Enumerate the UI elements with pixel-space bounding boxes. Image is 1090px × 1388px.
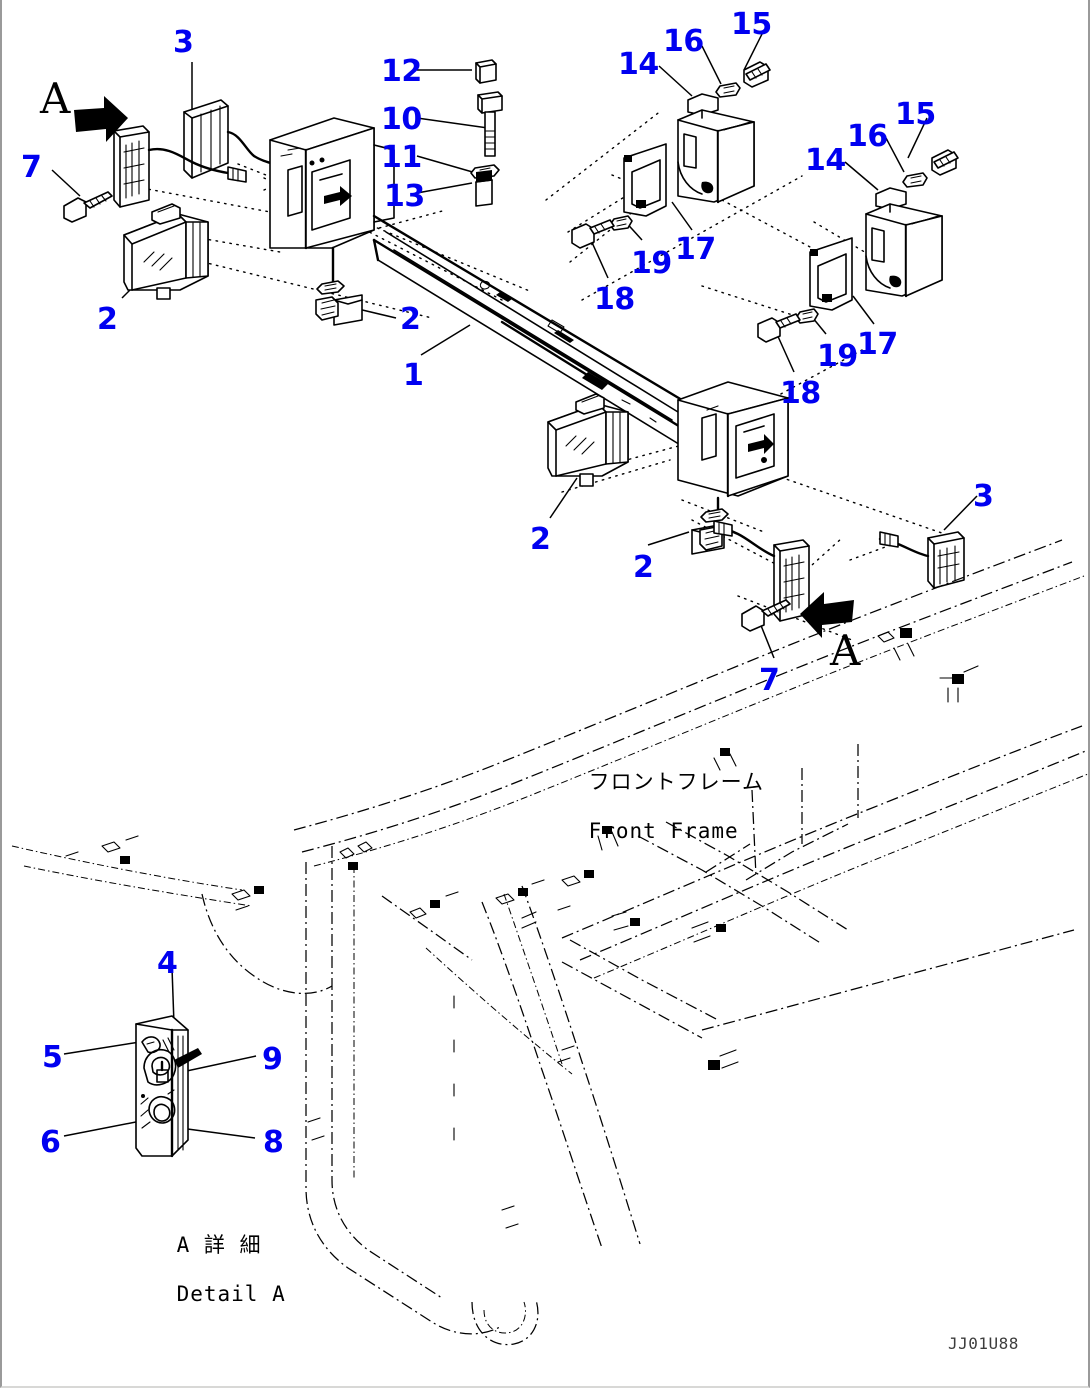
callout-1: 1 [403, 358, 424, 393]
front-frame-caption: フロントフレーム Front Frame [534, 745, 764, 869]
part-14-lamp-housing-group-a [677, 93, 755, 204]
callout-2-upper-left: 2 [97, 302, 118, 337]
part-1-lamp-bar-head [269, 117, 395, 250]
front-frame-detail-clusters [65, 628, 979, 1229]
callout-9: 9 [262, 1042, 283, 1077]
part-7-bolt-lower [741, 599, 791, 632]
callout-17-right: 17 [857, 327, 898, 362]
part-14-lamp-housing-group-b [865, 187, 943, 298]
part-18-bolt-group-b [757, 313, 801, 343]
part-19-washer-group-a [609, 215, 633, 231]
part-12-nut [475, 59, 497, 84]
callout-7-upper-left: 7 [21, 150, 42, 185]
section-letter-a-lower: A [830, 626, 861, 675]
callout-14-left: 14 [618, 47, 659, 82]
callout-17-left: 17 [675, 232, 716, 267]
callout-15-right: 15 [895, 97, 936, 132]
callout-5: 5 [42, 1040, 63, 1075]
part-1-lamp-bar-tail [677, 381, 789, 498]
callout-4: 4 [157, 946, 178, 981]
detail-part-6-8-shape [140, 1089, 176, 1129]
callout-7-lower: 7 [759, 663, 780, 698]
callout-16-right: 16 [847, 119, 888, 154]
section-letter-a-upper: A [40, 74, 71, 123]
part-2-work-lamp-upper [123, 203, 209, 300]
callout-12: 12 [381, 54, 422, 89]
callout-3-upper-left: 3 [173, 25, 194, 60]
callout-8: 8 [263, 1125, 284, 1160]
detail-part-4-shape [143, 1048, 177, 1086]
part-17-lamp-cover-group-a [623, 143, 667, 217]
part-16-washer-group-b [902, 172, 928, 188]
part-17-lamp-cover-group-b [809, 237, 853, 311]
part-15-bolt-group-a [743, 61, 771, 88]
assembly-phantom-lines [141, 109, 963, 641]
part-2-mount-bracket-upper [315, 246, 363, 326]
detail-a-caption: A 詳 細 Detail A [122, 1208, 286, 1332]
callout-11: 11 [381, 140, 422, 175]
callout-16-left: 16 [663, 24, 704, 59]
callout-18-left: 18 [594, 282, 635, 317]
part-10-bolt [477, 91, 503, 157]
part-16-washer-group-a [715, 82, 741, 98]
part-7-bolt-upper [63, 191, 113, 223]
callout-13: 13 [384, 179, 425, 214]
callout-15-left: 15 [731, 7, 772, 42]
front-frame-outline [11, 539, 1088, 1346]
callout-10: 10 [381, 102, 422, 137]
callout-18-right: 18 [780, 376, 821, 411]
part-4-connector-body-upper [113, 125, 247, 208]
detail-part-9-shape [162, 1037, 202, 1068]
part-3-connector-lower [878, 531, 965, 589]
callout-2-upper-right: 2 [400, 302, 421, 337]
detail-a-assembly [135, 1015, 202, 1158]
callout-2-lower-left: 2 [530, 522, 551, 557]
callout-19-left: 19 [631, 246, 672, 281]
front-frame-caption-en: Front Frame [588, 819, 739, 844]
callout-14-right: 14 [805, 143, 846, 178]
detail-a-caption-en: Detail A [176, 1282, 286, 1307]
part-1-lamp-bar [372, 214, 684, 447]
detail-a-caption-jp: A 詳 細 [176, 1232, 262, 1257]
callout-2-lower-mid: 2 [633, 550, 654, 585]
leader-lines [51, 29, 978, 1139]
callout-6: 6 [40, 1125, 61, 1160]
part-18-bolt-group-a [571, 219, 615, 249]
part-15-bolt-group-b [931, 149, 959, 176]
part-13-spacer [475, 170, 493, 207]
front-frame-caption-jp: フロントフレーム [588, 769, 764, 794]
part-4-connector-body-lower [712, 520, 810, 622]
callout-19-right: 19 [817, 339, 858, 374]
section-arrow-head-lower [800, 592, 854, 638]
callout-3-lower-right: 3 [973, 479, 994, 514]
part-2-work-lamp-lower [547, 393, 629, 487]
drawing-code: JJ01U88 [948, 1334, 1019, 1353]
